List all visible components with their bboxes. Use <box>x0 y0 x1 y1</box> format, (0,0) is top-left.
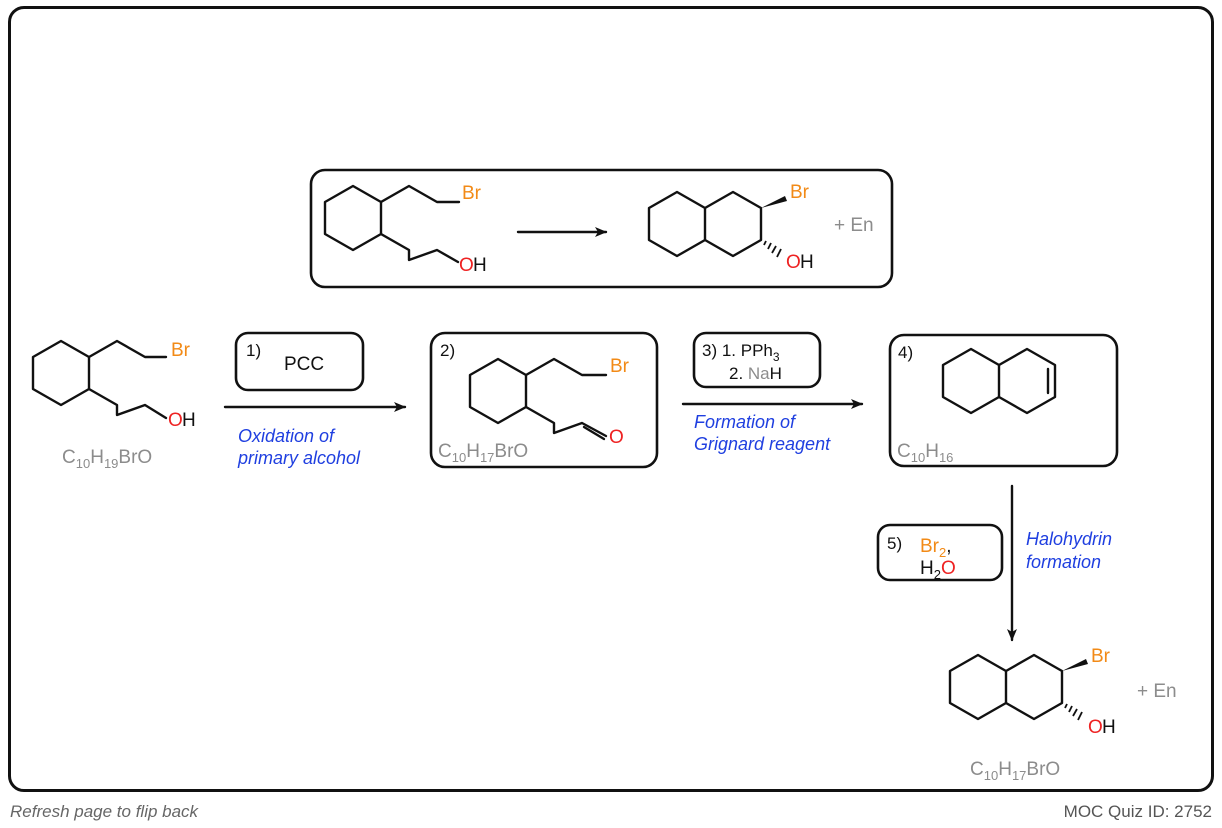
summary-product-br: Br <box>790 182 810 203</box>
final-br: Br <box>1091 646 1111 667</box>
reagent5-number: 5) <box>887 534 902 553</box>
arrow5-label-line1: Halohydrin <box>1026 529 1112 549</box>
arrow1-label-line2: primary alcohol <box>237 448 361 468</box>
summary-start-br: Br <box>462 183 482 204</box>
summary-start-h: H <box>473 255 487 276</box>
arrow1-label-line1: Oxidation of <box>238 426 336 446</box>
reagent3-line2: 2. NaH <box>729 364 782 383</box>
summary-start-o: O <box>459 255 474 276</box>
intermediate2-box: 2) Br O C10H17BrO <box>429 331 659 469</box>
final-plus-en: + En <box>1137 681 1177 702</box>
intermediate2-number: 2) <box>440 341 455 360</box>
final-h: H <box>1102 717 1116 738</box>
reagent5-h2o: H2O <box>920 558 956 582</box>
start-formula: C10H19BrO <box>62 447 152 471</box>
reagent5-box: 5) Br2, H2O <box>876 523 1004 582</box>
summary-product-molecule: Br O H + En <box>647 182 874 273</box>
intermediate4-box: 4) C10H16 <box>888 333 1119 468</box>
final-molecule: Br O H + En C10H17BrO <box>948 646 1177 783</box>
start-o: O <box>168 410 183 431</box>
refresh-hint[interactable]: Refresh page to flip back <box>10 802 199 821</box>
final-formula: C10H17BrO <box>970 759 1060 783</box>
summary-product-h: H <box>800 252 814 273</box>
summary-plus-en: + En <box>834 215 874 236</box>
summary-box: Br O H Br O H + En <box>309 168 894 289</box>
intermediate2-o: O <box>609 427 624 448</box>
intermediate4-formula: C10H16 <box>897 441 953 465</box>
arrow5-label-line2: formation <box>1026 552 1101 572</box>
reagent5-br2: Br2, <box>920 536 952 560</box>
reagent3-box: 3) 1. PPh3 2. NaH <box>692 331 822 389</box>
summary-product-o: O <box>786 252 801 273</box>
arrow3-label-line2: Grignard reagent <box>694 434 831 454</box>
intermediate4-number: 4) <box>898 343 913 362</box>
arrow3-label-line1: Formation of <box>694 412 797 432</box>
start-molecule: Br O H C10H19BrO <box>31 339 196 471</box>
reagent1-name: PCC <box>284 354 324 375</box>
start-h: H <box>182 410 196 431</box>
start-br: Br <box>171 340 191 361</box>
intermediate2-formula: C10H17BrO <box>438 441 528 465</box>
final-o: O <box>1088 717 1103 738</box>
reagent3-line1: 3) 1. PPh3 <box>702 341 780 364</box>
intermediate2-br: Br <box>610 356 630 377</box>
quiz-id: MOC Quiz ID: 2752 <box>1063 802 1212 821</box>
reagent1-box: 1) PCC <box>234 331 365 392</box>
summary-start-molecule: Br O H <box>323 183 487 276</box>
summary-frame <box>309 168 894 289</box>
quiz-card[interactable] <box>8 6 1214 792</box>
reagent1-number: 1) <box>246 341 261 360</box>
